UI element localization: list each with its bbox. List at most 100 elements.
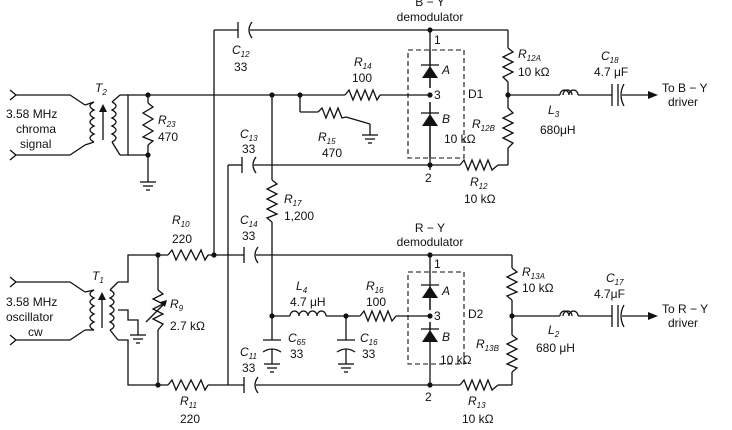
- demod-top-title: B − Y: [415, 0, 444, 9]
- capacitor-c11: [243, 376, 259, 394]
- r9-value: 2.7 kΩ: [170, 319, 205, 333]
- capacitor-c65: [262, 339, 282, 373]
- r12b-value: 10 kΩ: [444, 132, 476, 146]
- d2-node1-label: 1: [434, 257, 441, 271]
- r15-ref: R15: [318, 130, 336, 146]
- r12a-ref: R12A: [518, 47, 541, 63]
- r13-ref: R13: [468, 394, 486, 410]
- c13-ref: C13: [240, 127, 258, 143]
- r16-ref: R16: [366, 279, 384, 295]
- d1-node1-label: 1: [434, 33, 441, 47]
- output-top-line1: To B − Y: [662, 81, 707, 95]
- diode-package-d1: [407, 49, 465, 159]
- resistor-r17: [265, 179, 279, 223]
- r12a-value: 10 kΩ: [518, 65, 550, 79]
- c12-ref: C12: [232, 43, 250, 59]
- resistor-r9: [145, 289, 167, 331]
- input-arrow-osc-top: [9, 276, 18, 288]
- osc-input-line2: oscillator: [6, 310, 53, 324]
- resistor-r14: [344, 88, 381, 102]
- l4-value: 4.7 μH: [290, 295, 326, 309]
- r13b-ref: R13B: [476, 337, 500, 353]
- r13-value: 10 kΩ: [462, 412, 494, 426]
- r23-ref: R23: [158, 113, 176, 129]
- c14-ref: C14: [240, 213, 258, 229]
- output-arrow-top: [648, 91, 658, 99]
- diode-package-d2: [407, 271, 465, 365]
- r11-ref: R11: [180, 394, 197, 410]
- r17-ref: R17: [284, 192, 302, 208]
- output-bottom-line2: driver: [668, 316, 698, 330]
- capacitor-c14: [243, 246, 259, 264]
- resistor-r15: [317, 106, 347, 120]
- t1-label: T1: [92, 269, 104, 285]
- d2-a-label: A: [441, 284, 450, 298]
- ground-r23: [140, 181, 156, 191]
- d1-a-label: A: [441, 63, 450, 77]
- ground-r15: [362, 134, 378, 144]
- inductor-l2: [559, 310, 579, 317]
- diode-b-top: [422, 114, 438, 126]
- c12-value: 33: [234, 60, 248, 74]
- resistor-r11: [167, 378, 209, 392]
- resistor-r12a: [501, 47, 515, 83]
- d1-b-label: B: [442, 112, 450, 126]
- r16-value: 100: [366, 295, 386, 309]
- r10-ref: R10: [172, 213, 190, 229]
- input-arrow-chroma-bottom: [9, 149, 18, 161]
- output-top-line2: driver: [668, 95, 698, 109]
- resistor-r13a: [505, 267, 519, 301]
- capacitor-c17: [611, 304, 625, 328]
- capacitor-c16: [336, 339, 356, 373]
- c65-value: 33: [290, 347, 304, 361]
- d2-node3-label: 3: [434, 309, 441, 323]
- r12-ref: R12: [470, 175, 488, 191]
- l3-ref: L3: [548, 103, 560, 119]
- d2-label: D2: [468, 307, 484, 321]
- c17-ref: C17: [606, 271, 624, 287]
- demod-top-subtitle: demodulator: [397, 10, 464, 24]
- chroma-input-line2: chroma: [16, 122, 56, 136]
- r12b-ref: R12B: [472, 117, 496, 133]
- d1-label: D1: [468, 87, 484, 101]
- resistor-r13b: [505, 334, 519, 373]
- r11-value: 220: [180, 412, 200, 426]
- chroma-input-line1: 3.58 MHz: [6, 107, 57, 121]
- c16-ref: C16: [360, 331, 378, 347]
- transformer-t1: [84, 281, 146, 344]
- c18-ref: C18: [601, 49, 619, 65]
- r15-value: 470: [322, 146, 342, 160]
- l3-value: 680μH: [540, 123, 576, 137]
- d1-node3-label: 3: [434, 88, 441, 102]
- demod-bottom-subtitle: demodulator: [397, 235, 464, 249]
- diode-a-bottom: [422, 286, 438, 298]
- c11-ref: C11: [240, 345, 257, 361]
- d1-node2-label: 2: [425, 171, 432, 185]
- output-bottom-line1: To R − Y: [662, 302, 708, 316]
- l2-value: 680 μH: [536, 341, 575, 355]
- l4-ref: L4: [296, 279, 308, 295]
- inductor-l3: [559, 89, 579, 96]
- resistor-r13: [459, 378, 499, 392]
- r9-ref: R9: [170, 297, 184, 313]
- r14-ref: R14: [354, 55, 372, 71]
- resistor-r12: [459, 158, 499, 172]
- demod-bottom-title: R − Y: [415, 221, 445, 235]
- diode-b-bottom: [422, 330, 438, 342]
- osc-input-line1: 3.58 MHz: [6, 295, 57, 309]
- capacitor-c12: [237, 21, 253, 39]
- d2-b-label: B: [442, 330, 450, 344]
- c14-value: 33: [242, 229, 256, 243]
- osc-input-line3: cw: [28, 325, 43, 339]
- resistor-r23: [141, 102, 155, 146]
- c13-value: 33: [242, 142, 256, 156]
- r17-value: 1,200: [284, 209, 314, 223]
- output-arrow-bottom: [648, 312, 658, 320]
- resistor-r16: [359, 309, 397, 323]
- r14-value: 100: [352, 71, 372, 85]
- transformer-t2: [84, 94, 121, 156]
- c11-value: 33: [242, 361, 256, 375]
- r13a-ref: R13A: [522, 265, 545, 281]
- t2-label: T2: [95, 81, 107, 97]
- r13a-value: 10 kΩ: [522, 281, 554, 295]
